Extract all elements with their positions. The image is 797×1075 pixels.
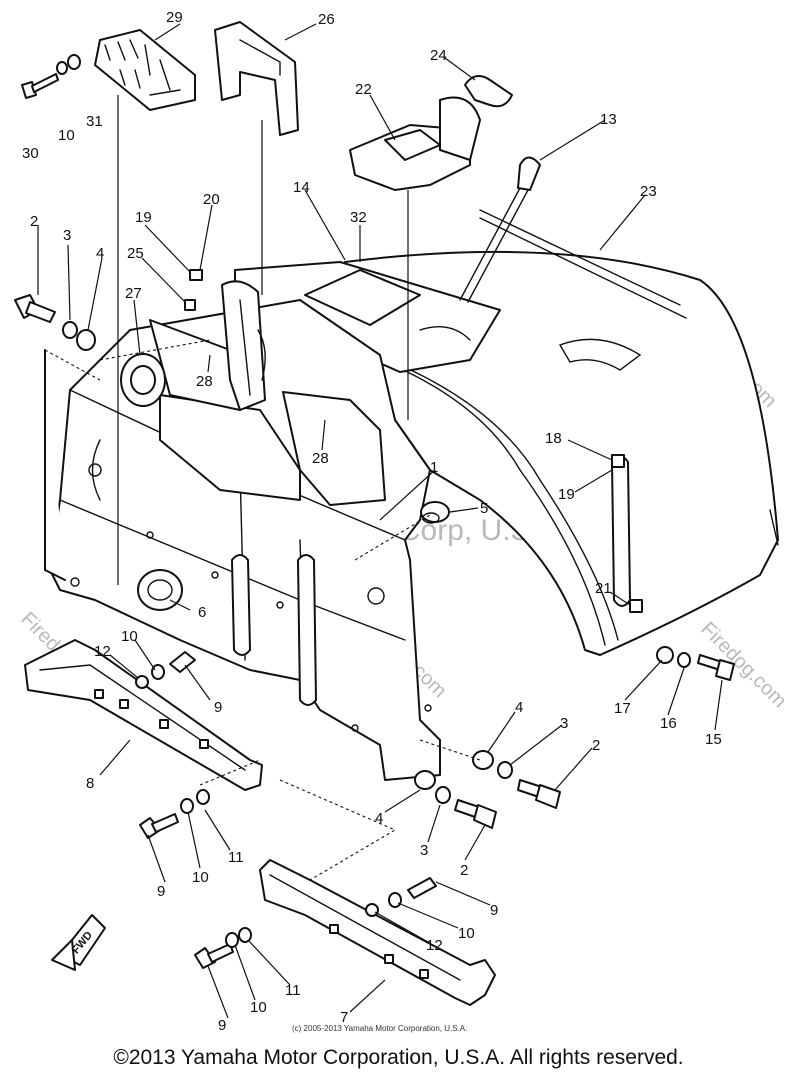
fasteners-rail-7 <box>194 877 437 969</box>
fuel-cap-24 <box>464 75 513 108</box>
callout-label: 7 <box>340 1009 348 1026</box>
callout-label: 10 <box>58 127 75 144</box>
callout-label: 28 <box>196 373 213 390</box>
fwd-arrow-icon: FWD <box>51 914 106 971</box>
callout-label: 32 <box>350 209 367 226</box>
bolt-2-upper <box>14 294 96 351</box>
callout-label: 11 <box>285 982 301 999</box>
callout-label: 2 <box>30 213 38 230</box>
callout-label: 16 <box>660 715 677 732</box>
callout-label: 1 <box>430 459 438 476</box>
grommet-27 <box>120 353 166 407</box>
callout-label: 28 <box>312 450 329 467</box>
callout-label: 31 <box>86 113 103 130</box>
bracket-26 <box>214 21 299 136</box>
fasteners-rail-8 <box>135 651 210 839</box>
callout-label: 26 <box>318 11 335 28</box>
fuse-box-29 <box>94 29 196 111</box>
callout-label: 18 <box>545 430 562 447</box>
small-credit: (c) 2005-2013 Yamaha Motor Corporation, … <box>292 1024 467 1033</box>
callout-label: 27 <box>125 285 142 302</box>
callout-label: 9 <box>214 699 222 716</box>
callout-label: 25 <box>127 245 144 262</box>
callout-label: 12 <box>426 937 443 954</box>
callout-label: 14 <box>293 179 310 196</box>
callout-label: 19 <box>558 486 575 503</box>
callout-label: 11 <box>228 849 244 866</box>
rail-8 <box>24 639 263 791</box>
callout-label: 8 <box>86 775 94 792</box>
callout-label: 4 <box>96 245 104 262</box>
callout-label: 9 <box>157 883 165 900</box>
callout-label: 6 <box>198 604 206 621</box>
callout-label: 19 <box>135 209 152 226</box>
clips-upper <box>184 269 643 613</box>
parts-diagram: Yamaha Motor Corp, U.S.A. Firedog.com Fi… <box>14 9 791 1034</box>
copyright-footer: ©2013 Yamaha Motor Corporation, U.S.A. A… <box>113 1046 684 1069</box>
callout-label: 20 <box>203 191 220 208</box>
plug-5 <box>420 501 450 524</box>
fuel-filler-22 <box>349 96 481 191</box>
callout-label: 3 <box>63 227 71 244</box>
leader-lines <box>37 23 723 1019</box>
callout-label: 9 <box>218 1017 226 1034</box>
bolt-30 <box>21 54 81 99</box>
callout-label: 12 <box>94 643 111 660</box>
callout-label: 4 <box>375 810 383 827</box>
callout-label: 22 <box>355 81 372 98</box>
alignment-lines <box>99 95 481 881</box>
tank-panel <box>234 261 501 373</box>
callout-label: 9 <box>490 902 498 919</box>
callout-label: 10 <box>121 628 138 645</box>
bolt-2-lower-center <box>414 770 497 829</box>
callout-label: 13 <box>600 111 617 128</box>
bolt-15 <box>656 646 735 681</box>
callout-label: 10 <box>458 925 475 942</box>
cable-13 <box>459 156 541 303</box>
callout-label: 21 <box>595 580 612 597</box>
callout-label: 15 <box>705 731 722 748</box>
callout-label: 24 <box>430 47 447 64</box>
callout-label: 30 <box>22 145 39 162</box>
console <box>149 280 386 506</box>
rail-7 <box>259 859 496 1006</box>
callout-label: 29 <box>166 9 183 26</box>
callout-label: 17 <box>614 700 631 717</box>
callout-label: 4 <box>515 699 523 716</box>
callout-label: 2 <box>592 737 600 754</box>
grommet-6 <box>137 569 183 611</box>
callout-labels: 29 26 24 22 13 23 14 32 30 10 31 2 3 4 1… <box>22 9 722 1034</box>
callout-label: 23 <box>640 183 657 200</box>
callout-label: 5 <box>480 500 488 517</box>
callout-label: 3 <box>560 715 568 732</box>
callout-label: 2 <box>460 862 468 879</box>
callout-label: 10 <box>192 869 209 886</box>
callout-label: 10 <box>250 999 267 1016</box>
callout-label: 3 <box>420 842 428 859</box>
bolt-2-lower-right <box>472 750 561 809</box>
